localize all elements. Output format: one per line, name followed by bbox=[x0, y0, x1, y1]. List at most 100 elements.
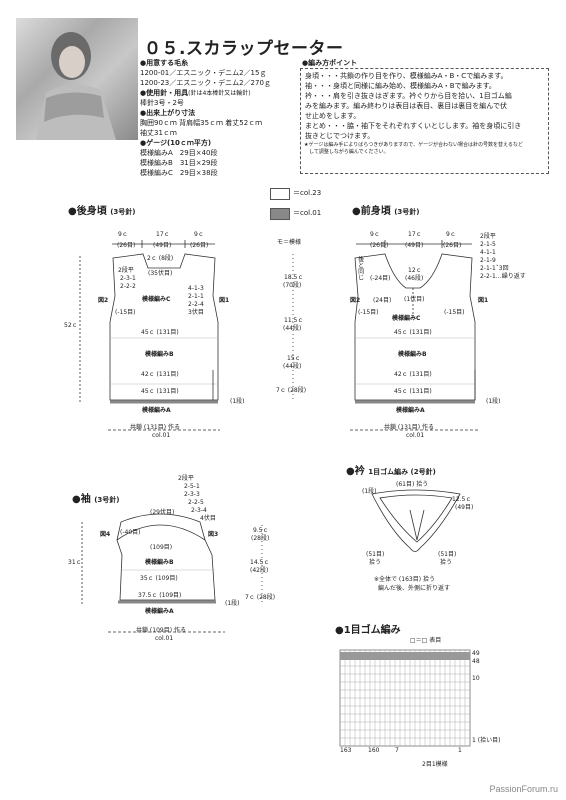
back-width: 9ｃ bbox=[118, 231, 128, 238]
point-line: 衿・・・肩を引き抜きはぎます。衿ぐりから目を拾い、1目ゴム編 bbox=[305, 92, 512, 100]
front-neck-dec: (-24目) bbox=[370, 275, 391, 282]
front-fig2: 図2 bbox=[350, 297, 361, 304]
sleeve-heading: ●袖 (3号針) bbox=[72, 494, 120, 505]
points-box bbox=[300, 68, 549, 174]
front-pattern-b: 模様編みB bbox=[398, 351, 427, 358]
front-cast-on: 共鎖 (131目) 作る bbox=[384, 424, 434, 431]
sleeve-pattern-a: 模様編みA bbox=[145, 608, 174, 615]
front-width: 9ｃ bbox=[446, 231, 456, 238]
rib-row: 1 (拾い目) bbox=[472, 737, 501, 744]
rib-row: 48 bbox=[472, 658, 480, 665]
collar-row1: (1段) bbox=[362, 488, 377, 495]
collar-note: ※全体で (163目) 拾う bbox=[374, 576, 435, 583]
front-dec: 2段平 bbox=[480, 233, 496, 240]
front-dec: 2-1-9 bbox=[480, 257, 496, 264]
point-line: 抜きとじでつけます。 bbox=[305, 132, 375, 140]
front-dec: 4-1-1 bbox=[480, 249, 496, 256]
rib-repeat: 2目1模様 bbox=[422, 761, 448, 768]
front-width-45: 45ｃ (131目) bbox=[394, 329, 432, 336]
collar-top-pick: (61目) 拾う bbox=[396, 481, 429, 488]
legend-white-label: ＝col.23 bbox=[293, 189, 322, 197]
rib-heading: ●1目ゴム編み bbox=[335, 625, 401, 636]
back-dec: 4-1-3 bbox=[188, 285, 204, 292]
front-pattern-a: 模様編みA bbox=[396, 407, 425, 414]
size-line: 胸囲90ｃｍ 背肩幅35ｃｍ 着丈52ｃｍ bbox=[140, 119, 263, 127]
back-height: 52ｃ bbox=[64, 322, 78, 329]
front-row1: (1段) bbox=[486, 398, 501, 405]
back-dec: 2-2-2 bbox=[120, 283, 136, 290]
needle-line: 棒針3号・2号 bbox=[140, 99, 184, 107]
model-photo bbox=[16, 18, 138, 140]
front-width: 9ｃ bbox=[370, 231, 380, 238]
collar-note: 編んだ後、外側に折り返す bbox=[378, 585, 451, 592]
collar-heading: ●衿 1目ゴム編み (2号針) bbox=[346, 466, 436, 477]
back-neck-stitches: (35伏目) bbox=[148, 270, 173, 277]
sleeve-top: (29伏目) bbox=[150, 509, 175, 516]
sleeve-dim: 7ｃ (28段) bbox=[245, 594, 276, 601]
front-heading: ●前身頃 (3号針) bbox=[352, 206, 420, 217]
sleeve-dec: 2-3-4 bbox=[191, 507, 207, 514]
back-pattern-b: 模様編みB bbox=[145, 351, 174, 358]
front-width-45b: 45ｃ (131目) bbox=[394, 388, 432, 395]
front-stitches: (26目) bbox=[443, 242, 462, 249]
gauge-line: 模様編みC 29目×38段 bbox=[140, 169, 218, 177]
back-width-42: 42ｃ (131目) bbox=[141, 371, 179, 378]
collar-left-pick: (51目) bbox=[366, 551, 385, 558]
point-line: 身頃・・・共鎖の作り目を作り、模様編みA・B・Cで編みます。 bbox=[305, 72, 508, 80]
front-stitches: (26目) bbox=[370, 242, 389, 249]
front-neck-side: 後と同じ bbox=[356, 256, 364, 280]
point-line: 袖・・・身頃と同様に編み始め、模様編みA・Bで編みます。 bbox=[305, 82, 496, 90]
back-width-45b: 45ｃ (131目) bbox=[141, 388, 179, 395]
collar-right-pick2: 拾う bbox=[440, 559, 453, 566]
sleeve-row1: (1段) bbox=[225, 600, 240, 607]
sleeve-dec: 4伏目 bbox=[200, 515, 216, 522]
front-neck-dec2: (24目) bbox=[373, 297, 392, 304]
gauge-line: 模様編みA 29目×40段 bbox=[140, 149, 218, 157]
sleeve-dec: 2-3-3 bbox=[184, 491, 200, 498]
mid-dim: (70段) bbox=[283, 282, 302, 289]
legend-gray-label: ＝col.01 bbox=[293, 209, 322, 217]
back-stitches: (49目) bbox=[153, 242, 172, 249]
front-center-rows: (46段) bbox=[405, 275, 424, 282]
sleeve-dim: 9.5ｃ bbox=[253, 527, 269, 534]
points-heading: ●編み方ポイント bbox=[302, 59, 358, 67]
front-body-outline bbox=[354, 253, 476, 401]
yarn-line: 1200-23／エスニック・デニム2／270ｇ bbox=[140, 79, 271, 87]
sleeve-fig3: 図3 bbox=[208, 531, 219, 538]
mid-dim: 18.5ｃ bbox=[284, 274, 304, 281]
front-minus15: (-15目) bbox=[358, 309, 379, 316]
tools-heading: ●使用針・用具(針は4本棒針又は輪針) bbox=[140, 89, 251, 97]
sleeve-dec: 2段平 bbox=[178, 475, 194, 482]
collar-right-width: 12.5ｃ bbox=[452, 496, 472, 503]
back-width-45: 45ｃ (131目) bbox=[141, 329, 179, 336]
back-dec: 2段平 bbox=[118, 267, 134, 274]
photo-illustration bbox=[36, 32, 116, 140]
sleeve-cast-on: 共鎖 (109目) 作る bbox=[136, 627, 186, 634]
mid-dim: 15ｃ bbox=[287, 355, 301, 362]
back-cast-on: 共鎖 (131目) 作る bbox=[130, 424, 180, 431]
sleeve-dim: (42段) bbox=[250, 567, 269, 574]
front-width-42: 42ｃ (131目) bbox=[394, 371, 432, 378]
point-line: せ止めをします。 bbox=[305, 112, 361, 120]
size-heading: ●出来上がり寸法 bbox=[140, 109, 196, 117]
rib-col: 160 bbox=[368, 747, 380, 754]
back-pattern-c: 模様編みC bbox=[142, 296, 171, 303]
sleeve-dec: 2-5-1 bbox=[184, 483, 200, 490]
sleeve-width-375: 37.5ｃ (109目) bbox=[138, 592, 182, 599]
rib-row: 10 bbox=[472, 675, 480, 682]
size-line: 袖丈31ｃｍ bbox=[140, 129, 177, 137]
mid-dim: 11.5ｃ bbox=[284, 317, 304, 324]
mid-key: モ＝模様 bbox=[277, 239, 302, 246]
point-line: まとめ・・・脇・袖下をそれぞれすくいとじします。袖を身頃に引き bbox=[305, 122, 522, 130]
mid-dim: (44段) bbox=[283, 363, 302, 370]
collar-right-st: (49目) bbox=[455, 504, 474, 511]
back-dec: 2-1-1 bbox=[188, 293, 204, 300]
front-pattern-c: 模様編みC bbox=[392, 315, 421, 322]
front-fig1: 図1 bbox=[478, 297, 489, 304]
back-neck-depth: 2ｃ (8段) bbox=[147, 255, 174, 262]
sleeve-dim: (28段) bbox=[251, 535, 270, 542]
gauge-line: 模様編みB 31目×29段 bbox=[140, 159, 218, 167]
front-dec: 2-1-5 bbox=[480, 241, 496, 248]
materials-heading: ●用意する毛糸 bbox=[140, 59, 189, 67]
